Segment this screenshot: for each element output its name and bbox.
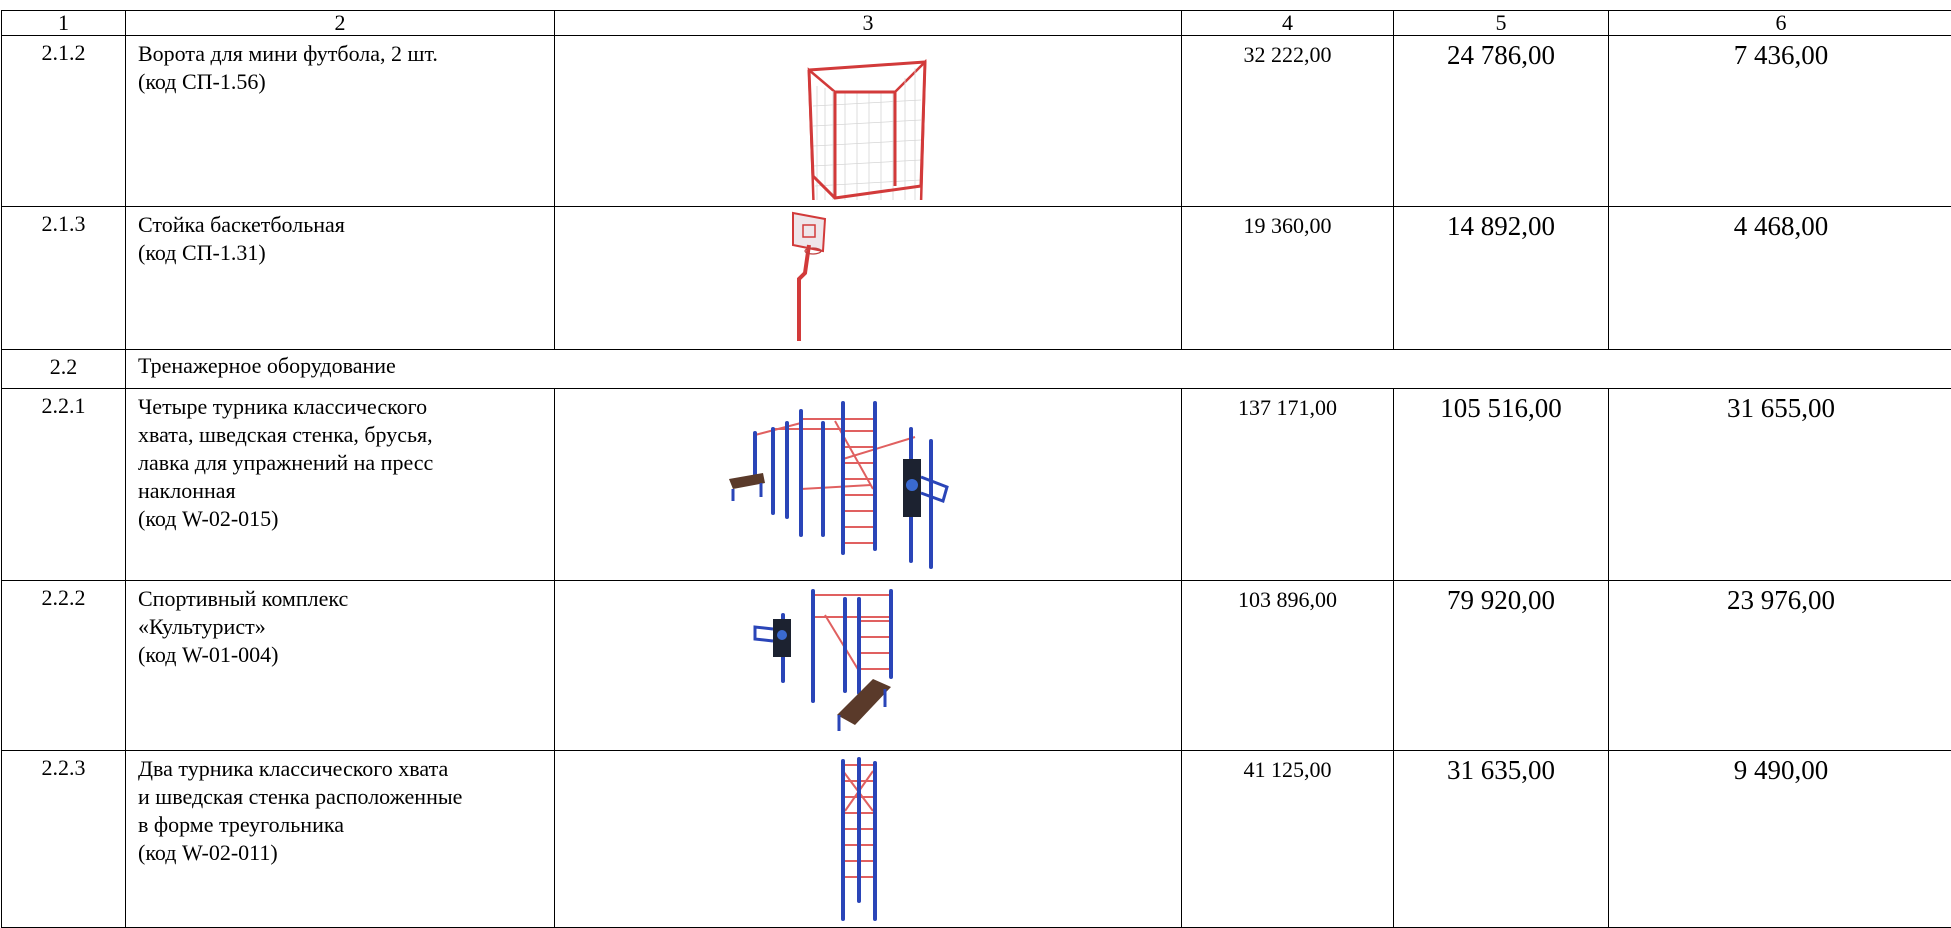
sports-complex-culturist-icon	[555, 581, 1182, 744]
item-picture-cell	[555, 751, 1182, 928]
item-description: Стойка баскетбольная (код СП-1.31)	[126, 207, 555, 350]
description-line: в форме треугольника	[138, 811, 544, 839]
item-picture-cell	[555, 389, 1182, 581]
value-col6: 4 468,00	[1609, 207, 1951, 350]
basketball-stand-icon	[555, 207, 1182, 343]
description-line: Ворота для мини футбола, 2 шт.	[138, 40, 544, 68]
mini-football-goal-icon	[555, 36, 1182, 200]
description-line: наклонная	[138, 477, 544, 505]
value-col4: 137 171,00	[1182, 389, 1394, 581]
description-line: (код W-02-015)	[138, 505, 544, 533]
table-row: 2.2.3 Два турника классического хвата и …	[2, 751, 1951, 928]
item-description: Четыре турника классического хвата, швед…	[126, 389, 555, 581]
triangle-bars-ladder-icon	[555, 751, 1182, 921]
description-line: (код СП-1.31)	[138, 239, 544, 267]
section-row: 2.2 Тренажерное оборудование	[2, 350, 1951, 389]
section-number: 2.2	[2, 350, 126, 389]
description-line: лавка для упражнений на пресс	[138, 449, 544, 477]
item-number: 2.1.2	[2, 36, 126, 207]
description-line: (код W-02-011)	[138, 839, 544, 867]
value-col4: 32 222,00	[1182, 36, 1394, 207]
item-description: Спортивный комплекс «Культурист» (код W-…	[126, 581, 555, 751]
section-title: Тренажерное оборудование	[126, 350, 1951, 389]
description-line: хвата, шведская стенка, брусья,	[138, 421, 544, 449]
value-col6: 31 655,00	[1609, 389, 1951, 581]
value-col6: 9 490,00	[1609, 751, 1951, 928]
item-picture-cell	[555, 207, 1182, 350]
column-header: 6	[1609, 11, 1951, 36]
value-col4: 19 360,00	[1182, 207, 1394, 350]
section-title-text: Тренажерное оборудование	[138, 352, 1943, 380]
value-col5: 31 635,00	[1394, 751, 1609, 928]
value-col5: 79 920,00	[1394, 581, 1609, 751]
column-header: 4	[1182, 11, 1394, 36]
equipment-table: 1 2 3 4 5 6 2.1.2 Ворота для мини футбол…	[1, 10, 1951, 928]
value-col5: 14 892,00	[1394, 207, 1609, 350]
item-description: Ворота для мини футбола, 2 шт. (код СП-1…	[126, 36, 555, 207]
item-picture-cell	[555, 36, 1182, 207]
table-row: 2.2.2 Спортивный комплекс «Культурист» (…	[2, 581, 1951, 751]
table-row: 2.1.3 Стойка баскетбольная (код СП-1.31)…	[2, 207, 1951, 350]
description-line: (код СП-1.56)	[138, 68, 544, 96]
item-number: 2.2.3	[2, 751, 126, 928]
description-line: Два турника классического хвата	[138, 755, 544, 783]
item-description: Два турника классического хвата и шведск…	[126, 751, 555, 928]
description-line: Спортивный комплекс	[138, 585, 544, 613]
description-line: и шведская стенка расположенные	[138, 783, 544, 811]
table-row: 2.2.1 Четыре турника классического хвата…	[2, 389, 1951, 581]
value-col5: 24 786,00	[1394, 36, 1609, 207]
item-number: 2.1.3	[2, 207, 126, 350]
item-picture-cell	[555, 581, 1182, 751]
item-number: 2.2.1	[2, 389, 126, 581]
column-header: 3	[555, 11, 1182, 36]
value-col6: 23 976,00	[1609, 581, 1951, 751]
description-line: Стойка баскетбольная	[138, 211, 544, 239]
workout-complex-w02015-icon	[555, 389, 1182, 574]
value-col5: 105 516,00	[1394, 389, 1609, 581]
value-col4: 103 896,00	[1182, 581, 1394, 751]
table-row: 2.1.2 Ворота для мини футбола, 2 шт. (ко…	[2, 36, 1951, 207]
column-header: 1	[2, 11, 126, 36]
item-number: 2.2.2	[2, 581, 126, 751]
description-line: «Культурист»	[138, 613, 544, 641]
value-col6: 7 436,00	[1609, 36, 1951, 207]
column-header: 2	[126, 11, 555, 36]
description-line: (код W-01-004)	[138, 641, 544, 669]
value-col4: 41 125,00	[1182, 751, 1394, 928]
column-header: 5	[1394, 11, 1609, 36]
description-line: Четыре турника классического	[138, 393, 544, 421]
column-number-row: 1 2 3 4 5 6	[2, 11, 1951, 36]
